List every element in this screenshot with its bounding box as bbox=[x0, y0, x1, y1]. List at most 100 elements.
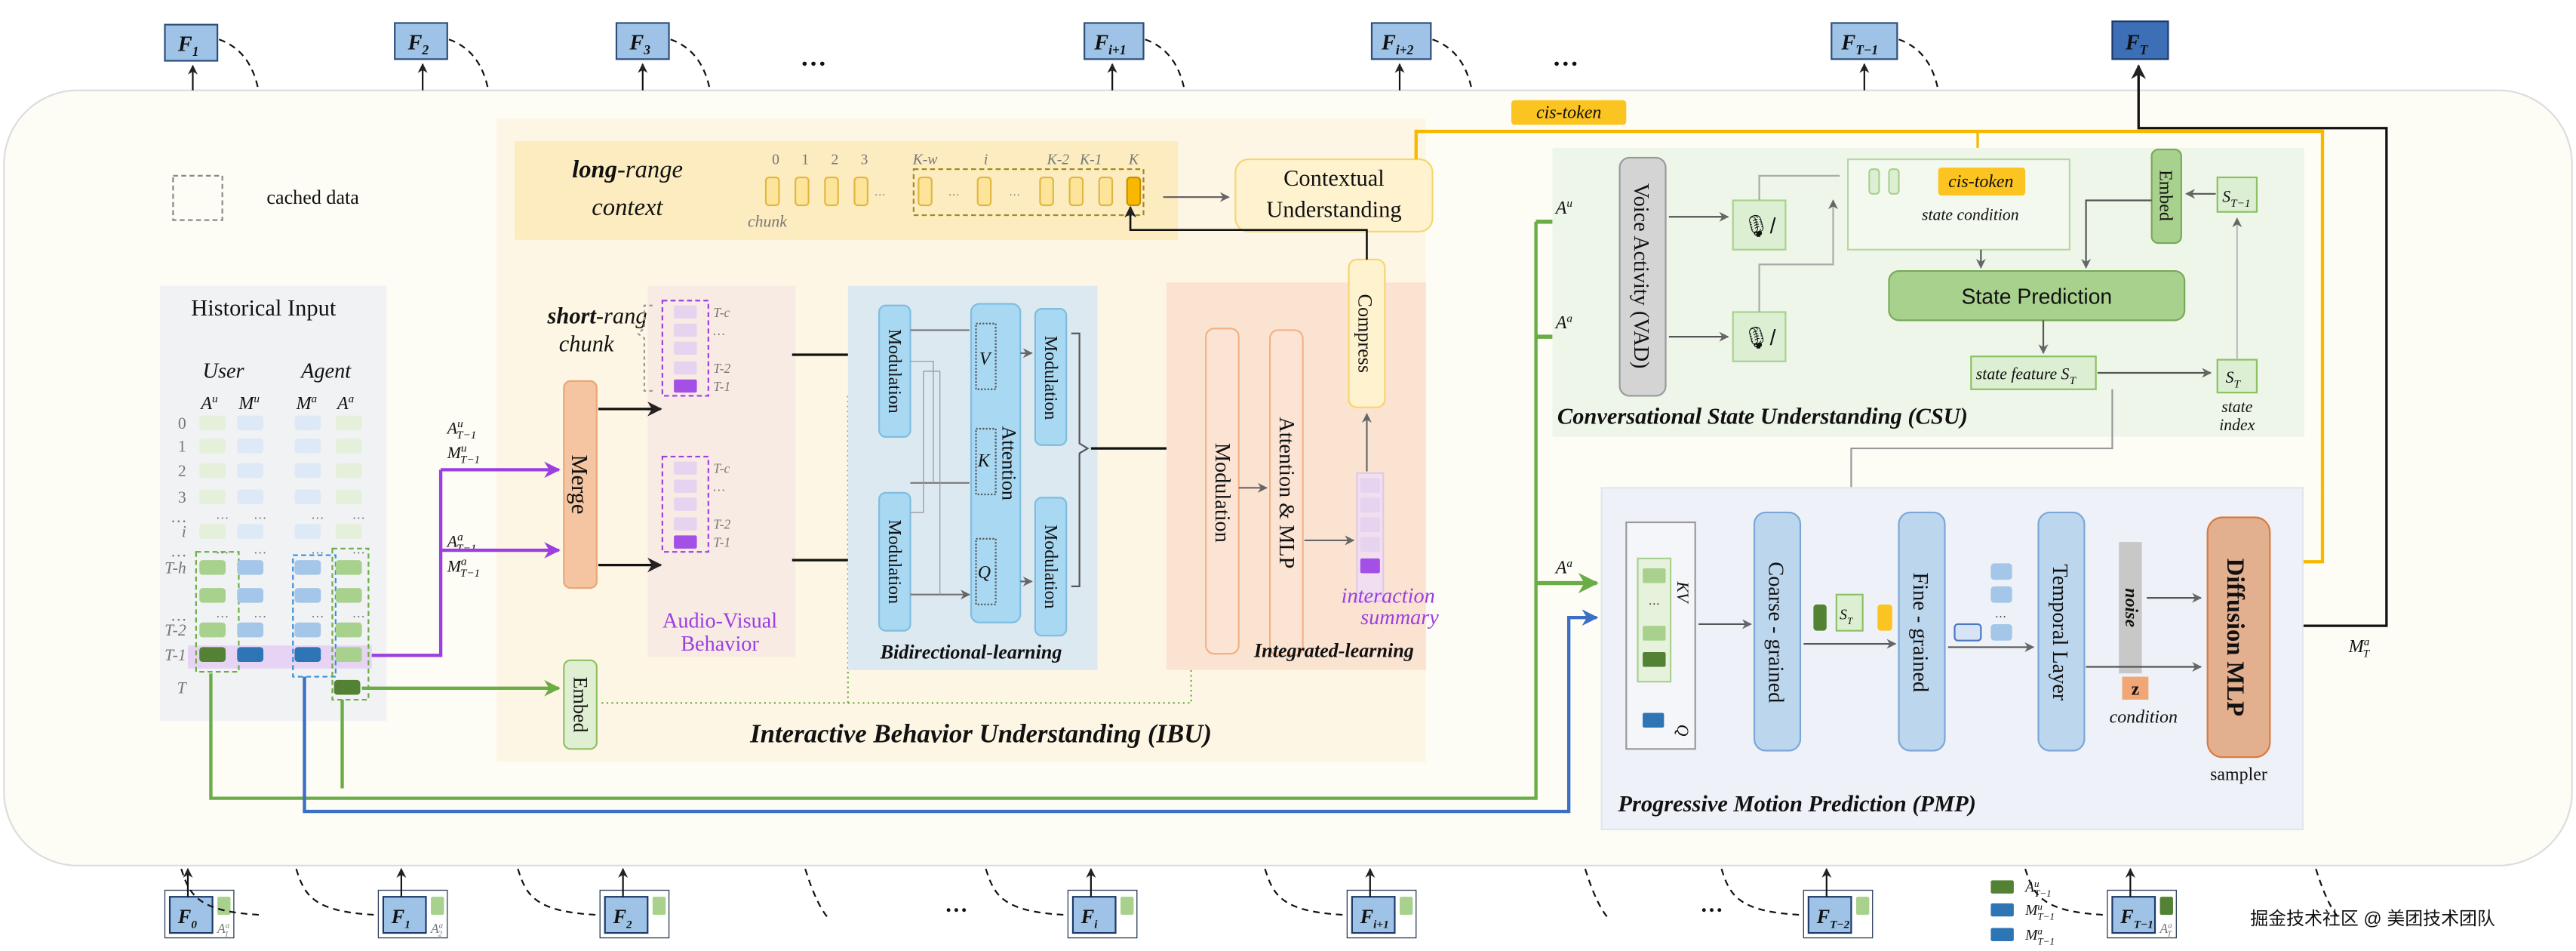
svg-text:Embed: Embed bbox=[2156, 170, 2175, 221]
svg-text:chunk: chunk bbox=[559, 331, 614, 357]
bottom-ellipsis: … bbox=[945, 891, 967, 917]
history-cell bbox=[237, 489, 264, 505]
av-row-label: T-c bbox=[713, 305, 730, 320]
svg-text:interaction: interaction bbox=[1342, 585, 1435, 608]
row-label: 1 bbox=[178, 437, 186, 455]
svg-text:index: index bbox=[2219, 416, 2255, 434]
svg-text:Embed: Embed bbox=[569, 677, 591, 733]
svg-text:MuT−1: MuT−1 bbox=[2024, 901, 2055, 922]
dashed-link bbox=[1720, 868, 1801, 916]
svg-text:ST−1: ST−1 bbox=[2222, 188, 2250, 211]
row-label: T-1 bbox=[164, 646, 186, 664]
history-cell bbox=[335, 588, 362, 603]
svg-text:F3: F3 bbox=[629, 31, 650, 57]
historical-input-panel: Historical Input User Agent Au Mu Ma Aa … bbox=[159, 285, 387, 722]
frame-label: F1 bbox=[391, 906, 410, 931]
chunk bbox=[824, 176, 839, 207]
row-label: T-2 bbox=[164, 621, 186, 639]
agent-audio-chip bbox=[2159, 897, 2173, 916]
ellipsis: … bbox=[216, 605, 229, 620]
row-label: T-h bbox=[164, 559, 186, 577]
svg-text:state feature ST: state feature ST bbox=[1976, 365, 2077, 388]
cached-agent-audio bbox=[331, 547, 370, 701]
svg-text:Aa: Aa bbox=[336, 392, 355, 414]
frame-outline bbox=[599, 889, 670, 939]
svg-text:Modulation: Modulation bbox=[884, 329, 904, 414]
svg-text:K: K bbox=[977, 451, 991, 471]
dashed-link bbox=[1264, 868, 1345, 916]
chunk bbox=[853, 176, 868, 207]
svg-text:z: z bbox=[2132, 680, 2140, 700]
mic-toggle-agent: 🎙/ bbox=[1732, 311, 1787, 362]
svg-text:MuT−1: MuT−1 bbox=[447, 442, 480, 466]
agent-audio-chip bbox=[1855, 897, 1870, 916]
history-cell bbox=[334, 679, 361, 695]
av-row-label: … bbox=[713, 323, 724, 338]
chunk-index: 3 bbox=[861, 152, 868, 168]
history-cell bbox=[237, 415, 264, 431]
av-token bbox=[674, 497, 697, 511]
modulation-block bbox=[1205, 328, 1240, 655]
csu-embed-block bbox=[2150, 148, 2182, 245]
history-cell bbox=[335, 489, 362, 505]
dashed-link bbox=[985, 868, 1065, 916]
ibu-title: Interactive Behavior Understanding (IBU) bbox=[749, 719, 1212, 749]
summary-token bbox=[1360, 497, 1380, 512]
av-row-label: T-2 bbox=[713, 517, 730, 532]
history-cell bbox=[294, 622, 321, 638]
diffusion-mlp-block bbox=[2206, 516, 2271, 759]
av-token bbox=[674, 361, 697, 375]
svg-text:Q: Q bbox=[1674, 725, 1692, 737]
frame-box bbox=[2111, 896, 2156, 934]
dashed-link bbox=[804, 868, 831, 921]
svg-text:sampler: sampler bbox=[2210, 765, 2267, 785]
svg-text:Modulation: Modulation bbox=[1041, 336, 1060, 420]
watermark: 掘金技术社区 @ 美团技术团队 bbox=[2250, 909, 2495, 929]
dashed-link bbox=[517, 868, 597, 916]
state-prediction-block bbox=[1888, 269, 2186, 322]
history-cell bbox=[335, 463, 362, 479]
cached-user-audio bbox=[195, 551, 240, 673]
cached-data-legend-swatch bbox=[172, 174, 223, 221]
svg-text:…: … bbox=[1649, 595, 1660, 608]
svg-text:F2: F2 bbox=[407, 31, 429, 57]
summary-token bbox=[1360, 537, 1380, 552]
row-label: … bbox=[171, 543, 186, 561]
history-cell bbox=[294, 415, 321, 431]
long-range-context-band bbox=[515, 141, 1179, 240]
svg-text:Au: Au bbox=[1554, 197, 1573, 218]
row-label: i bbox=[182, 523, 186, 541]
svg-text:MaT−1: MaT−1 bbox=[447, 556, 480, 580]
history-cell bbox=[294, 588, 321, 603]
history-cell bbox=[199, 439, 226, 454]
svg-text:Fi+1: Fi+1 bbox=[1093, 31, 1126, 57]
svg-text:State Prediction: State Prediction bbox=[1962, 285, 2113, 309]
integrated-learning-panel: Modulation Attention & MLP Compress inte… bbox=[1166, 258, 1439, 670]
ellipsis: … bbox=[352, 507, 365, 522]
interaction-summary-stack bbox=[1356, 472, 1385, 602]
cached-data-legend-label: cached data bbox=[266, 186, 359, 208]
svg-text:Historical Input: Historical Input bbox=[191, 295, 337, 321]
svg-text:long-range: long-range bbox=[572, 156, 683, 183]
agent-audio-chip bbox=[217, 897, 231, 916]
svg-text:ST: ST bbox=[1840, 607, 1854, 626]
summary-token bbox=[1360, 517, 1380, 533]
svg-text:Modulation: Modulation bbox=[1210, 443, 1234, 543]
ellipsis: … bbox=[216, 507, 229, 522]
summary-token-current bbox=[1360, 558, 1380, 574]
top-frame-current: FT bbox=[2111, 20, 2169, 60]
top-frame: Fi+1 bbox=[1084, 22, 1185, 91]
frame-label: Fi bbox=[1081, 906, 1098, 931]
frame-outline bbox=[2107, 889, 2177, 939]
svg-text:chunk: chunk bbox=[748, 212, 787, 230]
pmp-panel: Aa … KV Q Coarse - grained ST Fine - gra… bbox=[1554, 487, 2304, 831]
svg-text:Aa: Aa bbox=[1554, 312, 1573, 334]
history-cell bbox=[237, 647, 264, 662]
chunk-index: 0 bbox=[772, 152, 779, 168]
chunk-index: 2 bbox=[831, 152, 838, 168]
ellipsis: … bbox=[254, 605, 266, 620]
